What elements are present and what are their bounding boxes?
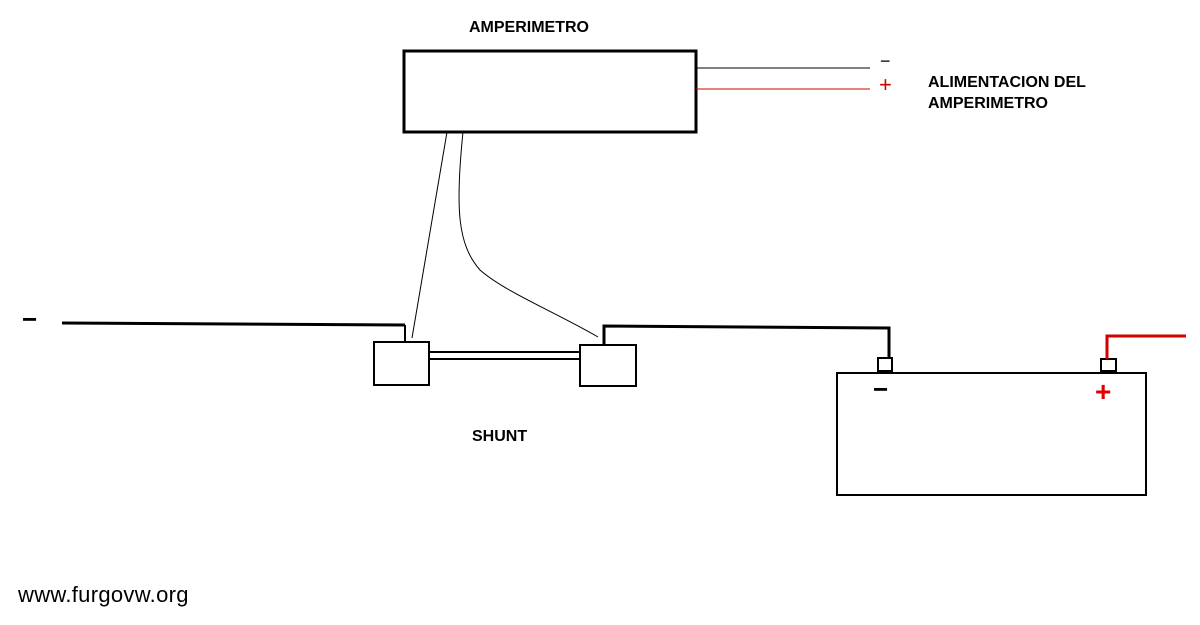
battery-positive-terminal xyxy=(1100,358,1117,372)
shunt-bar xyxy=(428,351,581,360)
battery-positive-wire xyxy=(1105,334,1186,359)
supply-positive-sign: + xyxy=(879,72,892,97)
battery-negative-sign: − xyxy=(873,374,889,404)
power-supply-label-line1: ALIMENTACION DEL xyxy=(928,74,1086,91)
power-supply-label-line2: AMPERIMETRO xyxy=(928,95,1048,112)
shunt-terminal-right xyxy=(579,344,637,387)
shunt-to-battery-negative-wire xyxy=(602,324,891,358)
ammeter-title: AMPERIMETRO xyxy=(469,19,589,36)
battery-positive-sign: + xyxy=(1095,376,1112,407)
load-negative-sign: − xyxy=(22,304,38,334)
battery-negative-terminal xyxy=(877,357,893,372)
battery-box xyxy=(836,372,1147,496)
sense-wire-left xyxy=(411,131,448,339)
sense-wire-right xyxy=(458,131,599,338)
load-negative-wire xyxy=(61,321,406,327)
shunt-label: SHUNT xyxy=(472,428,528,445)
power-supply-label: ALIMENTACION DEL AMPERIMETRO xyxy=(928,72,1086,114)
ammeter-box xyxy=(402,49,698,134)
supply-negative-sign: − xyxy=(880,51,891,71)
watermark: www.furgovw.org xyxy=(18,582,189,607)
shunt-terminal-left xyxy=(373,341,430,386)
